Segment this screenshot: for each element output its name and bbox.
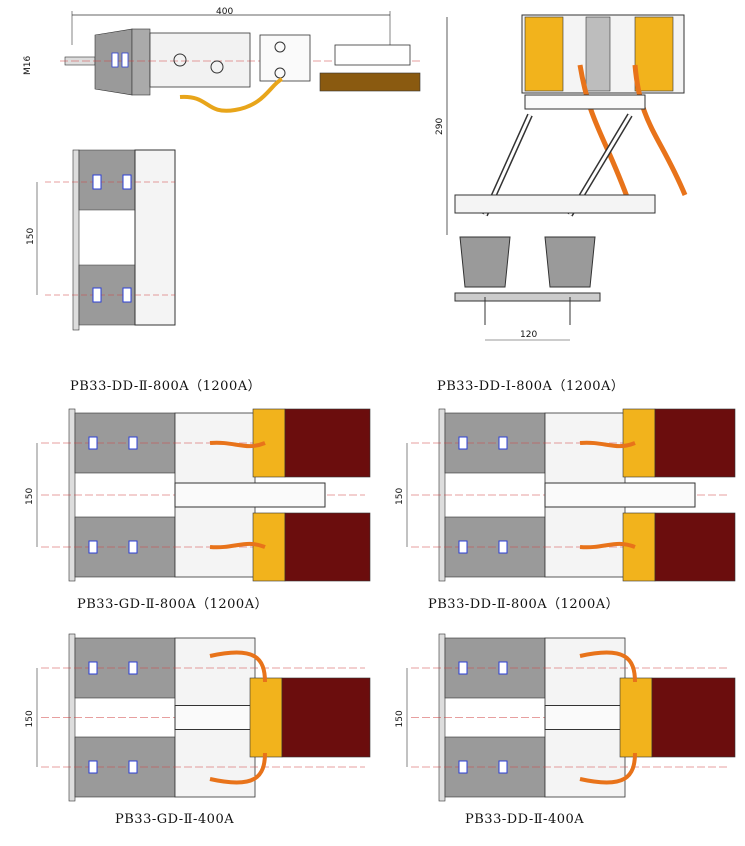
bolt-a-0 xyxy=(88,661,98,675)
bolt-b-0 xyxy=(128,436,138,450)
caption-4: PB33-DD-Ⅱ-800A（1200A） xyxy=(428,597,620,612)
caption-2: PB33-DD-Ⅰ-800A（1200A） xyxy=(437,379,625,394)
bolt-a-1 xyxy=(88,540,98,554)
cable-bottom xyxy=(579,541,636,550)
plan-gd-800-drawing: 150 xyxy=(25,408,371,582)
plan-dd-400: 150 xyxy=(395,630,740,805)
top-elevation-drawing: 400 M16 xyxy=(23,7,421,113)
dim-150-label: 150 xyxy=(25,488,35,505)
bolt-b-0 xyxy=(128,661,138,675)
isometric-drawing: 290 120 xyxy=(435,14,688,341)
busbar-top xyxy=(284,408,371,478)
isometric-view: 290 120 xyxy=(430,5,720,350)
side-view: 150 xyxy=(25,145,205,335)
caption-3: PB33-GD-Ⅱ-800A（1200A） xyxy=(77,597,269,612)
bolt-a-0 xyxy=(88,436,98,450)
top-elevation-view: 400 M16 xyxy=(20,5,440,115)
caption-5: PB33-GD-Ⅱ-400A xyxy=(115,812,235,827)
caption-1: PB33-DD-Ⅱ-800A（1200A） xyxy=(70,379,262,394)
cable-top xyxy=(209,650,267,683)
bolt-a-0 xyxy=(458,436,468,450)
bolt-a-1 xyxy=(458,760,468,774)
dim-400: 400 xyxy=(216,7,233,17)
bolt-b-0 xyxy=(498,661,508,675)
mechanism xyxy=(544,482,696,508)
side-view-drawing: 150 xyxy=(26,149,176,331)
plan-dd-800-drawing: 150 xyxy=(395,408,736,582)
plan-gd-800: 150 xyxy=(25,405,375,585)
busbar xyxy=(651,677,736,758)
cable-bottom xyxy=(209,541,266,550)
bolt-b-1 xyxy=(498,540,508,554)
busbar-clamp-top xyxy=(252,408,286,478)
dim-150-label: 150 xyxy=(25,710,35,727)
plan-dd-800: 150 xyxy=(395,405,740,585)
bolt-a-1 xyxy=(458,540,468,554)
dim-150-side: 150 xyxy=(26,228,36,245)
dim-m16: M16 xyxy=(23,56,33,75)
plan-gd-400-drawing: 150 xyxy=(25,633,371,802)
caption-6: PB33-DD-Ⅱ-400A xyxy=(465,812,585,827)
busbar-top xyxy=(654,408,736,478)
dim-150-label: 150 xyxy=(395,710,405,727)
cable-top xyxy=(579,440,636,449)
bolt-b-1 xyxy=(128,760,138,774)
busbar-clamp xyxy=(249,677,283,758)
mechanism xyxy=(174,482,326,508)
cable-top xyxy=(209,440,266,449)
dim-290: 290 xyxy=(435,118,445,135)
plan-dd-400-drawing: 150 xyxy=(395,633,736,802)
busbar-clamp-bottom xyxy=(622,512,656,582)
busbar-bottom xyxy=(654,512,736,582)
bolt-a-1 xyxy=(88,760,98,774)
bolt-b-0 xyxy=(498,436,508,450)
cable-top xyxy=(579,650,637,683)
busbar-clamp xyxy=(619,677,653,758)
busbar-clamp-bottom xyxy=(252,512,286,582)
plan-gd-400: 150 xyxy=(25,630,375,805)
cable-bottom xyxy=(209,752,267,785)
bolt-b-1 xyxy=(128,540,138,554)
bolt-b-1 xyxy=(498,760,508,774)
busbar-clamp-top xyxy=(622,408,656,478)
busbar-bottom xyxy=(284,512,371,582)
busbar xyxy=(281,677,371,758)
bolt-a-0 xyxy=(458,661,468,675)
dim-120: 120 xyxy=(520,330,537,340)
cable-bottom xyxy=(579,752,637,785)
dim-150-label: 150 xyxy=(395,488,405,505)
